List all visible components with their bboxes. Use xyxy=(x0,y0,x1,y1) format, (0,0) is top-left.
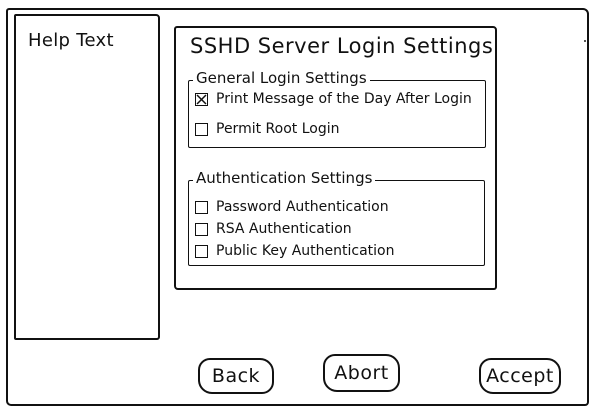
corner-mark xyxy=(584,40,586,42)
option-public-key-auth[interactable]: Public Key Authentication xyxy=(195,243,395,259)
help-pane: Help Text xyxy=(14,14,160,340)
checkmark-x-icon xyxy=(196,93,207,105)
checkbox-password-auth[interactable] xyxy=(195,200,208,214)
general-login-settings-group: General Login Settings Print Message of … xyxy=(188,69,486,148)
option-label: Public Key Authentication xyxy=(216,243,395,259)
option-print-motd[interactable]: Print Message of the Day After Login xyxy=(195,91,472,107)
option-label: Permit Root Login xyxy=(216,121,340,137)
option-label: Print Message of the Day After Login xyxy=(216,91,472,107)
window-frame xyxy=(6,8,589,406)
option-label: Password Authentication xyxy=(216,199,389,215)
checkbox-print-motd[interactable] xyxy=(195,92,208,106)
option-password-auth[interactable]: Password Authentication xyxy=(195,199,389,215)
checkbox-permit-root-login[interactable] xyxy=(195,122,208,136)
authentication-settings-group: Authentication Settings Password Authent… xyxy=(188,169,485,266)
group-legend: General Login Settings xyxy=(193,69,370,87)
abort-button[interactable]: Abort xyxy=(323,354,400,392)
option-permit-root-login[interactable]: Permit Root Login xyxy=(195,121,339,137)
checkbox-public-key-auth[interactable] xyxy=(195,244,208,258)
help-label: Help Text xyxy=(28,30,114,51)
accept-button[interactable]: Accept xyxy=(479,358,561,394)
checkbox-rsa-auth[interactable] xyxy=(195,222,208,236)
page-title: SSHD Server Login Settings xyxy=(190,34,494,58)
back-button[interactable]: Back xyxy=(198,358,274,394)
option-label: RSA Authentication xyxy=(216,221,352,237)
option-rsa-auth[interactable]: RSA Authentication xyxy=(195,221,352,237)
group-legend: Authentication Settings xyxy=(193,169,376,187)
settings-panel: SSHD Server Login Settings General Login… xyxy=(174,26,497,290)
